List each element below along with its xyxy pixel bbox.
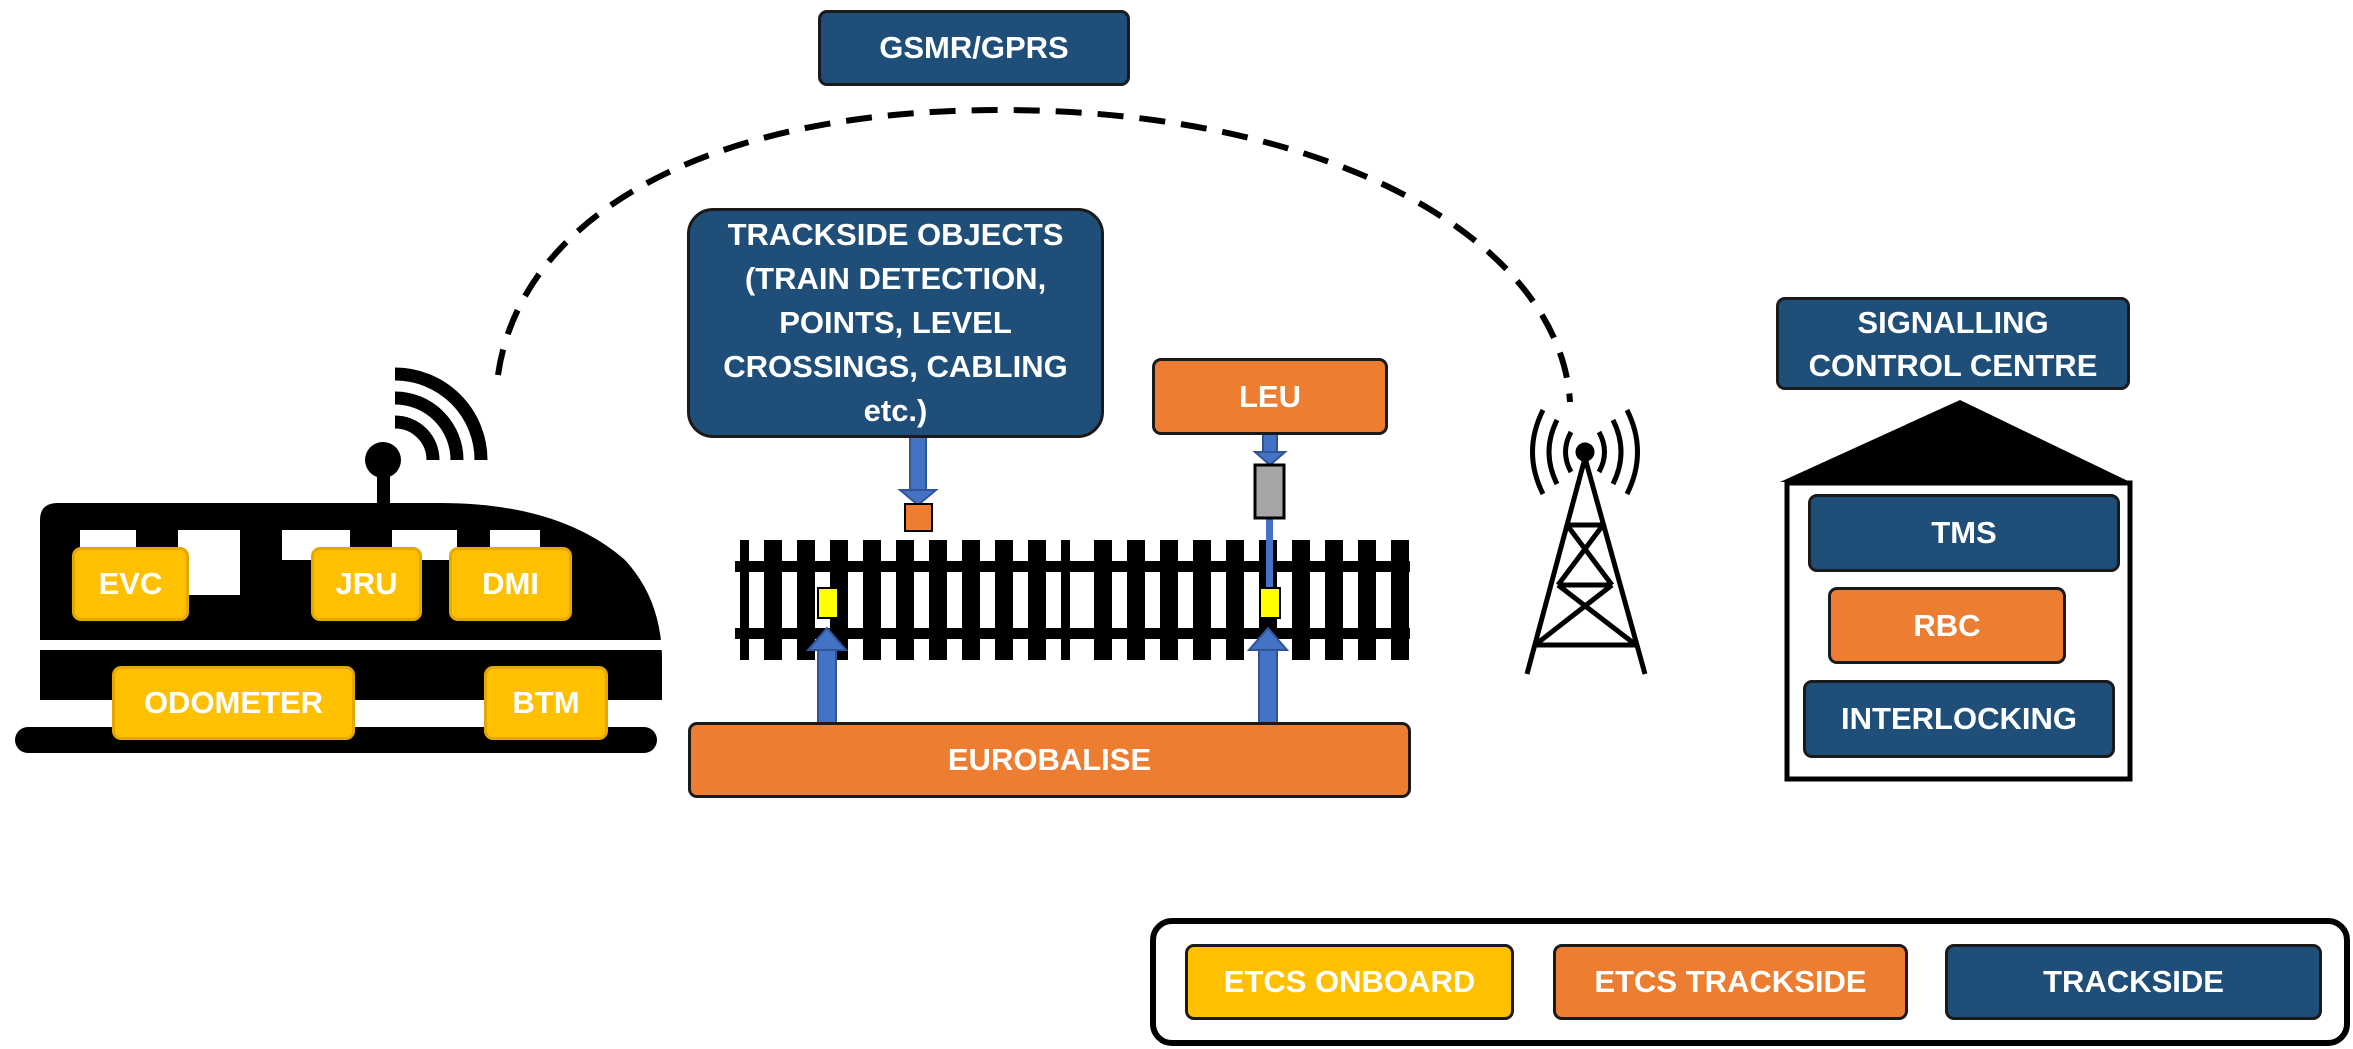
odometer-box: ODOMETER <box>112 666 355 740</box>
wifi-signal-icon <box>394 367 488 461</box>
jru-box: JRU <box>311 547 422 621</box>
trackside-objects-line: etc.) <box>863 393 928 428</box>
balise-arrow-right <box>1258 647 1278 724</box>
legend-etcs-onboard: ETCS ONBOARD <box>1185 944 1514 1020</box>
antenna-icon <box>365 442 401 507</box>
rbc-box: RBC <box>1828 587 2066 664</box>
trackside-object-marker <box>904 503 933 532</box>
leu-coupling-unit <box>1253 463 1286 520</box>
balise-right <box>1259 587 1281 619</box>
tms-box: TMS <box>1808 494 2120 572</box>
trackside-objects-line: CROSSINGS, CABLING <box>723 349 1068 384</box>
trackside-objects-line: POINTS, LEVEL <box>779 305 1012 340</box>
trackside-objects-arrow <box>909 436 927 494</box>
leu-box: LEU <box>1152 358 1388 435</box>
railway-track <box>735 540 1410 660</box>
legend-trackside: TRACKSIDE <box>1945 944 2322 1020</box>
trackside-objects-line: TRACKSIDE OBJECTS <box>727 217 1064 252</box>
signalling-control-centre-title: SIGNALLING CONTROL CENTRE <box>1776 297 2130 390</box>
leu-cable <box>1266 518 1273 590</box>
eurobalise-box: EUROBALISE <box>688 722 1411 798</box>
trackside-objects-box: TRACKSIDE OBJECTS (TRAIN DETECTION, POIN… <box>687 208 1104 438</box>
evc-box: EVC <box>72 547 189 621</box>
trackside-objects-line: (TRAIN DETECTION, <box>744 261 1047 296</box>
btm-box: BTM <box>484 666 608 740</box>
legend-etcs-trackside: ETCS TRACKSIDE <box>1553 944 1908 1020</box>
dmi-box: DMI <box>449 547 572 621</box>
balise-left <box>817 587 839 619</box>
gsmr-gprs-label: GSMR/GPRS <box>818 10 1130 86</box>
radio-link-arc <box>495 106 1573 403</box>
radio-tower-icon <box>1524 408 1648 675</box>
interlocking-box: INTERLOCKING <box>1803 680 2115 758</box>
balise-arrow-left <box>817 647 837 724</box>
